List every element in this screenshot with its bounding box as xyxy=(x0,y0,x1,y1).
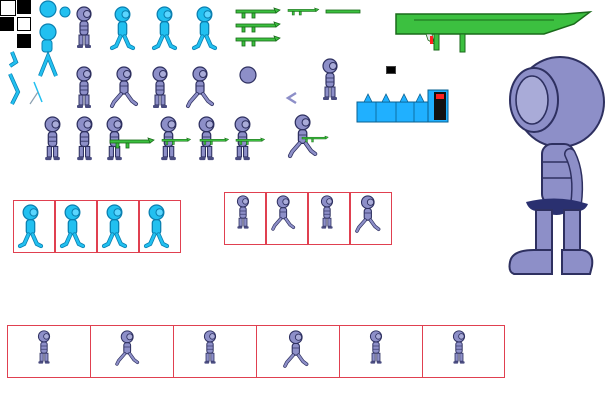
white-square xyxy=(0,0,16,16)
purple-legs-sprite xyxy=(320,195,334,230)
purple-run-sprite xyxy=(186,65,214,108)
black-square xyxy=(17,34,31,48)
black-square xyxy=(0,17,14,31)
sprite-frame xyxy=(422,325,505,378)
sprite-frame xyxy=(90,325,174,378)
sprite-frame xyxy=(173,325,257,378)
sprite-frame xyxy=(224,192,266,245)
head-ball-icon xyxy=(39,0,71,18)
cyan-body-part xyxy=(38,23,58,77)
purple-run-sprite xyxy=(110,65,138,108)
sprite-frame xyxy=(266,192,308,245)
cyan-limb-parts xyxy=(8,51,43,105)
purple-rifle-sprite xyxy=(198,116,229,161)
purple-rifle-sprite xyxy=(160,116,191,161)
rifle-icon xyxy=(287,7,320,16)
cyan-parts xyxy=(38,0,71,77)
arrow-chevron-icon xyxy=(285,91,297,105)
sprite-frame xyxy=(256,325,340,378)
purple-legs-sprite xyxy=(37,330,51,365)
sprite-frame xyxy=(139,200,181,253)
purple-legs-sprite xyxy=(283,329,309,368)
large-character-sprite xyxy=(508,56,605,275)
black-square xyxy=(17,0,31,14)
cyan-walk-sprite xyxy=(108,6,138,52)
cyan-walk-sprite xyxy=(104,204,134,250)
small-marker-icon xyxy=(386,66,396,74)
rifle-icon xyxy=(235,7,281,19)
spike-block-icon xyxy=(356,89,449,123)
rifle-icon xyxy=(235,21,281,33)
cyan-walk-sprite xyxy=(146,204,176,250)
head-ball-icon xyxy=(239,66,257,84)
purple-legs-sprite xyxy=(236,195,250,230)
purple-rifle-sprite xyxy=(234,116,265,161)
sprite-frame xyxy=(13,200,55,253)
sprite-frame xyxy=(7,325,91,378)
color-swatches xyxy=(0,0,34,52)
purple-run-rifle-sprite xyxy=(286,114,329,162)
cyan-walk-sprite xyxy=(62,204,92,250)
purple-stand-sprite xyxy=(76,6,92,49)
sprite-frame xyxy=(339,325,423,378)
purple-legs-sprite xyxy=(203,330,217,365)
big-rifle-icon xyxy=(395,11,593,53)
cyan-walk-sprite xyxy=(20,204,50,250)
cyan-walk-sprite xyxy=(150,6,180,52)
white-square xyxy=(17,17,31,31)
sprite-frame xyxy=(97,200,139,253)
purple-legs-sprite xyxy=(115,329,140,366)
purple-legs-sprite xyxy=(271,194,296,231)
purple-stand-sprite xyxy=(152,66,168,109)
sprite-frame xyxy=(308,192,350,245)
cyan-walk-sprite xyxy=(190,6,220,52)
purple-rifle-sprite xyxy=(106,116,155,161)
rifle-barrel-icon xyxy=(325,9,361,14)
purple-stand-sprite xyxy=(322,58,338,101)
sprite-frame xyxy=(350,192,392,245)
purple-legs-sprite xyxy=(369,330,383,365)
purple-legs-sprite xyxy=(355,194,381,233)
purple-stand-sprite xyxy=(76,116,93,161)
purple-legs-sprite xyxy=(452,330,466,365)
sprite-frame xyxy=(55,200,97,253)
rifle-icon xyxy=(235,35,281,47)
purple-stand-sprite xyxy=(76,66,92,109)
purple-stand-sprite xyxy=(44,116,61,161)
